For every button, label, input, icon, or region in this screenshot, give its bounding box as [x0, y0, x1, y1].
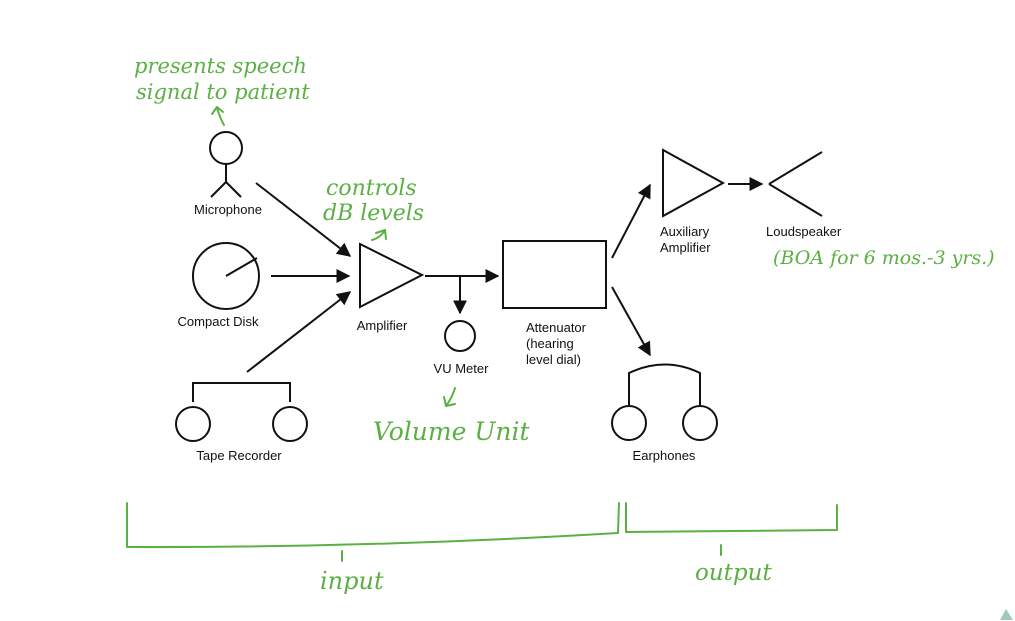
auxiliary-amplifier-icon — [662, 148, 726, 218]
loudspeaker-icon — [768, 151, 823, 217]
compact-disk-label: Compact Disk — [178, 314, 259, 329]
microphone-label: Microphone — [194, 202, 262, 217]
output-annotation: output — [695, 560, 772, 586]
scroll-up-triangle-icon[interactable] — [1000, 609, 1013, 620]
attenuator-to-earphones-arrow — [611, 286, 651, 357]
speech-annotation-arrow — [211, 106, 225, 126]
controls-annotation-arrow — [371, 229, 387, 241]
boa-annotation: (BOA for 6 mos.-3 yrs.) — [773, 247, 995, 269]
attenuator-to-aux-amplifier-arrow — [611, 183, 651, 259]
input-bracket — [126, 502, 620, 549]
microphone-to-amplifier-arrow — [255, 182, 352, 257]
amplifier-label: Amplifier — [357, 318, 408, 333]
earphones-label: Earphones — [633, 448, 696, 463]
output-bracket — [625, 502, 838, 533]
auxiliary-amplifier-label: Auxiliary Amplifier — [660, 224, 713, 255]
vu-meter-icon — [444, 320, 476, 352]
attenuator-icon — [502, 240, 607, 309]
input-annotation: input — [320, 567, 384, 595]
vu-meter-label: VU Meter — [434, 361, 490, 376]
amplifier-icon — [359, 242, 425, 309]
volume-unit-annotation-arrow — [443, 387, 456, 407]
microphone-icon — [209, 131, 243, 198]
attenuator-label: Attenuator (hearing level dial) — [526, 320, 590, 367]
compact-disk-icon — [192, 242, 260, 310]
controls-annotation: controls dB levels — [323, 176, 424, 226]
volume-unit-annotation: Volume Unit — [373, 417, 531, 446]
earphones-icon — [611, 363, 718, 441]
speech-annotation: presents speech signal to patient — [134, 54, 314, 104]
tape-recorder-icon — [175, 382, 308, 442]
tape-to-amplifier-arrow — [246, 291, 352, 373]
loudspeaker-label: Loudspeaker — [766, 224, 842, 239]
tape-recorder-label: Tape Recorder — [196, 448, 282, 463]
